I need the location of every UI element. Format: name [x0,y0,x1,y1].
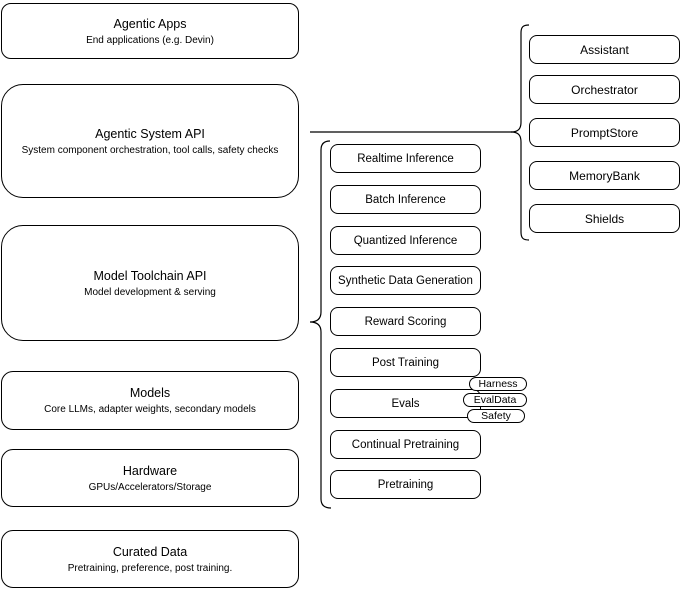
toolchain-box-pretraining: Pretraining [330,470,481,499]
box-agentic-apps: Agentic Apps End applications (e.g. Devi… [1,3,299,59]
component-label: Assistant [580,42,629,57]
toolchain-label: Post Training [371,356,440,369]
toolchain-label: Pretraining [377,478,434,491]
component-box-shields: Shields [529,204,680,233]
pill-label: Harness [478,378,518,390]
pill-label: EvalData [473,394,517,406]
toolchain-box-realtime-inference: Realtime Inference [330,144,481,173]
toolchain-box-continual-pretraining: Continual Pretraining [330,430,481,459]
toolchain-box-batch-inference: Batch Inference [330,185,481,214]
box-title: Agentic Apps [113,16,187,31]
eval-pill-safety: Safety [467,409,525,423]
box-models: Models Core LLMs, adapter weights, secon… [1,371,299,430]
box-title: Agentic System API [95,126,205,141]
box-title: Models [129,386,171,400]
box-model-toolchain-api: Model Toolchain API Model development & … [1,225,299,341]
box-hardware: Hardware GPUs/Accelerators/Storage [1,449,299,507]
toolchain-label: Reward Scoring [364,315,447,328]
box-subtitle: Pretraining, preference, post training. [67,562,233,574]
toolchain-label: Quantized Inference [353,234,458,247]
toolchain-brace [309,140,332,509]
toolchain-label: Evals [391,397,420,410]
toolchain-box-reward-scoring: Reward Scoring [330,307,481,336]
toolchain-box-post-training: Post Training [330,348,481,377]
box-subtitle: End applications (e.g. Devin) [86,34,214,46]
toolchain-label: Continual Pretraining [351,438,460,451]
box-agentic-system-api: Agentic System API System component orch… [1,84,299,198]
toolchain-box-synthetic-data-generation: Synthetic Data Generation [330,266,481,295]
pill-label: Safety [481,410,511,422]
component-label: Shields [584,211,625,226]
box-curated-data: Curated Data Pretraining, preference, po… [1,530,299,588]
toolchain-label: Batch Inference [365,193,446,206]
component-box-orchestrator: Orchestrator [529,75,680,104]
box-title: Model Toolchain API [93,268,207,283]
box-subtitle: Core LLMs, adapter weights, secondary mo… [44,404,256,415]
component-label: MemoryBank [569,168,640,183]
toolchain-label: Realtime Inference [357,152,454,165]
toolchain-box-evals: Evals [330,389,481,418]
box-subtitle: System component orchestration, tool cal… [21,144,279,156]
component-box-assistant: Assistant [529,35,680,64]
eval-pill-evaldata: EvalData [463,393,527,407]
component-label: Orchestrator [571,82,638,97]
box-subtitle: Model development & serving [84,286,216,298]
box-subtitle: GPUs/Accelerators/Storage [88,481,212,493]
component-box-memorybank: MemoryBank [529,161,680,190]
system-components-brace [510,24,530,241]
toolchain-label: Synthetic Data Generation [338,274,473,287]
toolchain-box-quantized-inference: Quantized Inference [330,226,481,255]
box-title: Curated Data [112,544,188,559]
component-box-promptstore: PromptStore [529,118,680,147]
box-title: Hardware [122,463,178,478]
component-label: PromptStore [570,125,639,140]
eval-pill-harness: Harness [469,377,527,391]
